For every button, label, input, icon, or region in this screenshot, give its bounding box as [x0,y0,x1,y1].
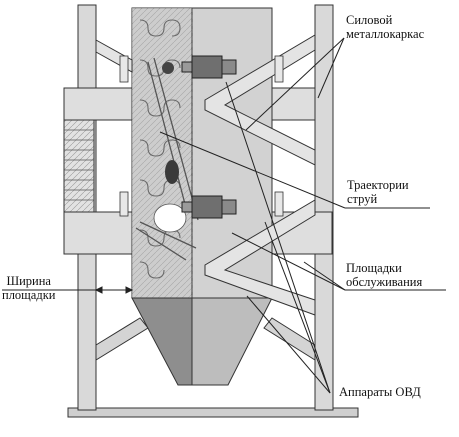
label-platforms-line2: обслуживания [346,275,423,289]
left-lower-brace [95,317,149,361]
right-lower-brace [263,317,316,361]
stair-steps [64,129,94,201]
upper-brace [204,34,316,166]
lower-brace [204,199,316,316]
width-dimension [2,286,134,294]
label-trajectories-line2: струй [347,192,378,206]
upper-port [162,62,174,74]
label-trajectories-line1: Траектории [347,178,409,192]
staircase [63,119,95,213]
ovd-device-lower [181,195,237,219]
label-trajectories: Траектории струй [347,178,409,206]
hopper-right [191,297,273,386]
upper-platform-left [63,87,133,121]
label-platforms-line1: Площадки [346,261,402,275]
label-frame-line1: Силовой [346,13,393,27]
hopper-left [131,297,193,386]
label-width-line2: площадки [2,288,56,302]
label-devices: Аппараты ОВД [339,385,421,399]
label-frame-line2: металлокаркас [346,27,425,41]
label-frame: Силовой металлокаркас [346,13,424,41]
leader-lines [159,37,446,394]
body-left-hatch [132,8,192,298]
fittings [119,55,284,217]
label-width-line1: Ширина [6,274,51,288]
ovd-device-upper [181,55,237,79]
upper-platform-right [271,87,316,121]
right-column [314,4,334,411]
flame-zone [153,203,187,233]
middle-port [165,160,179,184]
label-width: Ширина площадки [2,274,55,302]
label-platforms: Площадки обслуживания [346,261,422,289]
base-beam [67,407,359,418]
